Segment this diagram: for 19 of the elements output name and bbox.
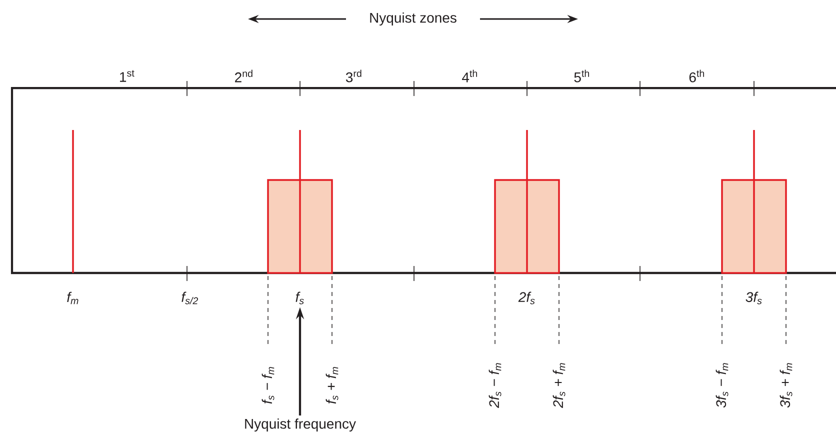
heading: Nyquist zones: [370, 12, 456, 26]
zone-label: 3$^{rd}$: [346, 70, 362, 82]
frequency-label: f$_{s/2}$: [182, 292, 198, 304]
zone-label: 5$^{th}$: [574, 70, 589, 82]
zone-label: 4$^{th}$: [462, 70, 477, 82]
annotation-text: Nyquist frequency: [245, 418, 356, 432]
frequency-label: f$_{s}$ − f$_{m}$: [262, 367, 274, 404]
frequency-label: f$_{s}$ + f$_{m}$: [326, 367, 338, 404]
frequency-label: 2f$_{s}$: [518, 292, 535, 304]
frequency-label: 3f$_{s}$: [746, 292, 762, 304]
frequency-label: 3f$_{s}$ + f$_{m}$: [780, 363, 792, 408]
frequency-label: 2f$_{s}$ + f$_{m}$: [552, 363, 566, 408]
frequency-label: 3f$_{s}$ − f$_{m}$: [716, 363, 728, 408]
zone-label: 1$^{st}$: [120, 70, 134, 82]
frequency-label: f$_{m}$: [67, 292, 78, 304]
zone-label: 6$^{th}$: [689, 70, 704, 82]
frequency-label: f$_{s}$: [296, 292, 304, 304]
zone-label: 2$^{nd}$: [235, 70, 252, 82]
frequency-label: 2f$_{s}$ − f$_{m}$: [488, 363, 502, 408]
